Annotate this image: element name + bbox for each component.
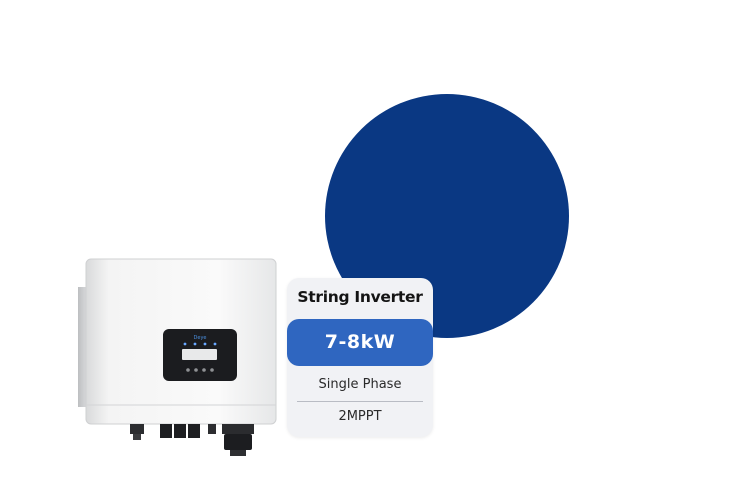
card-divider (297, 401, 423, 402)
string-inverter-product-image: Deye (78, 258, 277, 456)
svg-text:Deye: Deye (194, 335, 207, 341)
phase-label: Single Phase (318, 377, 402, 392)
mppt-label: 2MPPT (338, 409, 382, 424)
spec-card: String Inverter 7-8kW Single Phase 2MPPT (287, 278, 433, 437)
card-title: String Inverter (297, 288, 423, 306)
power-rating-badge: 7-8kW (287, 319, 433, 366)
